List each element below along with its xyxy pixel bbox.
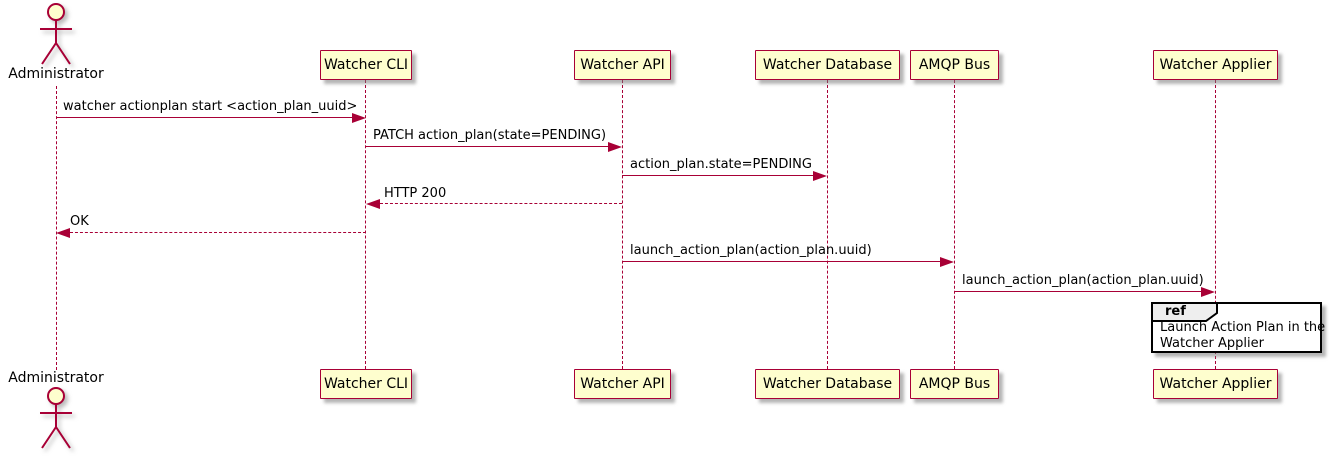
arrowhead-icon [56,228,70,238]
arrowhead-icon [366,199,380,209]
participant-watcher-api-top: Watcher API [574,50,671,80]
ref-text-line1: Launch Action Plan in the [1160,320,1326,335]
message-line-3 [622,175,813,176]
message-label-6: launch_action_plan(action_plan.uuid) [630,243,872,258]
actor-administrator-top [36,2,76,72]
arrowhead-icon [608,142,622,152]
participant-watcher-api-bottom: Watcher API [574,369,671,399]
participant-watcher-applier-bottom: Watcher Applier [1153,369,1278,399]
participant-label: Watcher CLI [323,376,409,392]
message-line-1 [56,117,353,118]
participant-label: Watcher Applier [1159,57,1272,73]
actor-administrator-bottom [36,386,76,456]
lifeline-watcher-cli [365,80,366,369]
participant-amqp-bus-bottom: AMQP Bus [910,369,999,399]
participant-label: Watcher API [580,376,665,392]
participant-label: AMQP Bus [918,376,991,392]
ref-fragment: ref Launch Action Plan in the Watcher Ap… [1151,302,1326,353]
lifeline-watcher-applier [1215,80,1216,369]
arrowhead-icon [1201,287,1215,297]
message-label-5: OK [70,214,89,229]
message-label-4: HTTP 200 [384,186,447,201]
participant-label: Watcher CLI [323,57,409,73]
arrowhead-icon [352,113,366,123]
message-line-7 [954,291,1202,292]
participant-label: Watcher Database [762,376,893,392]
message-line-6 [622,261,941,262]
participant-watcher-applier-top: Watcher Applier [1153,50,1278,80]
message-label-3: action_plan.state=PENDING [630,157,812,172]
actor-label: Administrator [8,370,104,386]
participant-watcher-cli-bottom: Watcher CLI [320,369,412,399]
message-label-1: watcher actionplan start <action_plan_uu… [63,99,358,114]
message-label-7: launch_action_plan(action_plan.uuid) [962,273,1204,288]
message-line-2 [366,146,608,147]
message-line-5 [70,232,366,233]
participant-label: Watcher Applier [1159,376,1272,392]
lifeline-watcher-api [622,80,623,369]
participant-watcher-cli-top: Watcher CLI [320,50,412,80]
actor-icon [40,3,72,65]
actor-label: Administrator [8,66,104,82]
participant-label: AMQP Bus [918,57,991,73]
participant-amqp-bus-top: AMQP Bus [910,50,999,80]
lifeline-amqp-bus [954,80,955,369]
participant-watcher-database-top: Watcher Database [755,50,900,80]
message-line-4 [380,203,622,204]
participant-watcher-database-bottom: Watcher Database [755,369,900,399]
ref-keyword: ref [1165,304,1186,319]
arrowhead-icon [940,257,954,267]
participant-label: Watcher API [580,57,665,73]
ref-tab-icon [1151,302,1218,322]
arrowhead-icon [813,171,827,181]
message-label-2: PATCH action_plan(state=PENDING) [373,128,607,143]
participant-label: Watcher Database [762,57,893,73]
lifeline-watcher-database [827,80,828,369]
actor-icon [40,387,72,449]
ref-text-line2: Watcher Applier [1160,336,1264,351]
